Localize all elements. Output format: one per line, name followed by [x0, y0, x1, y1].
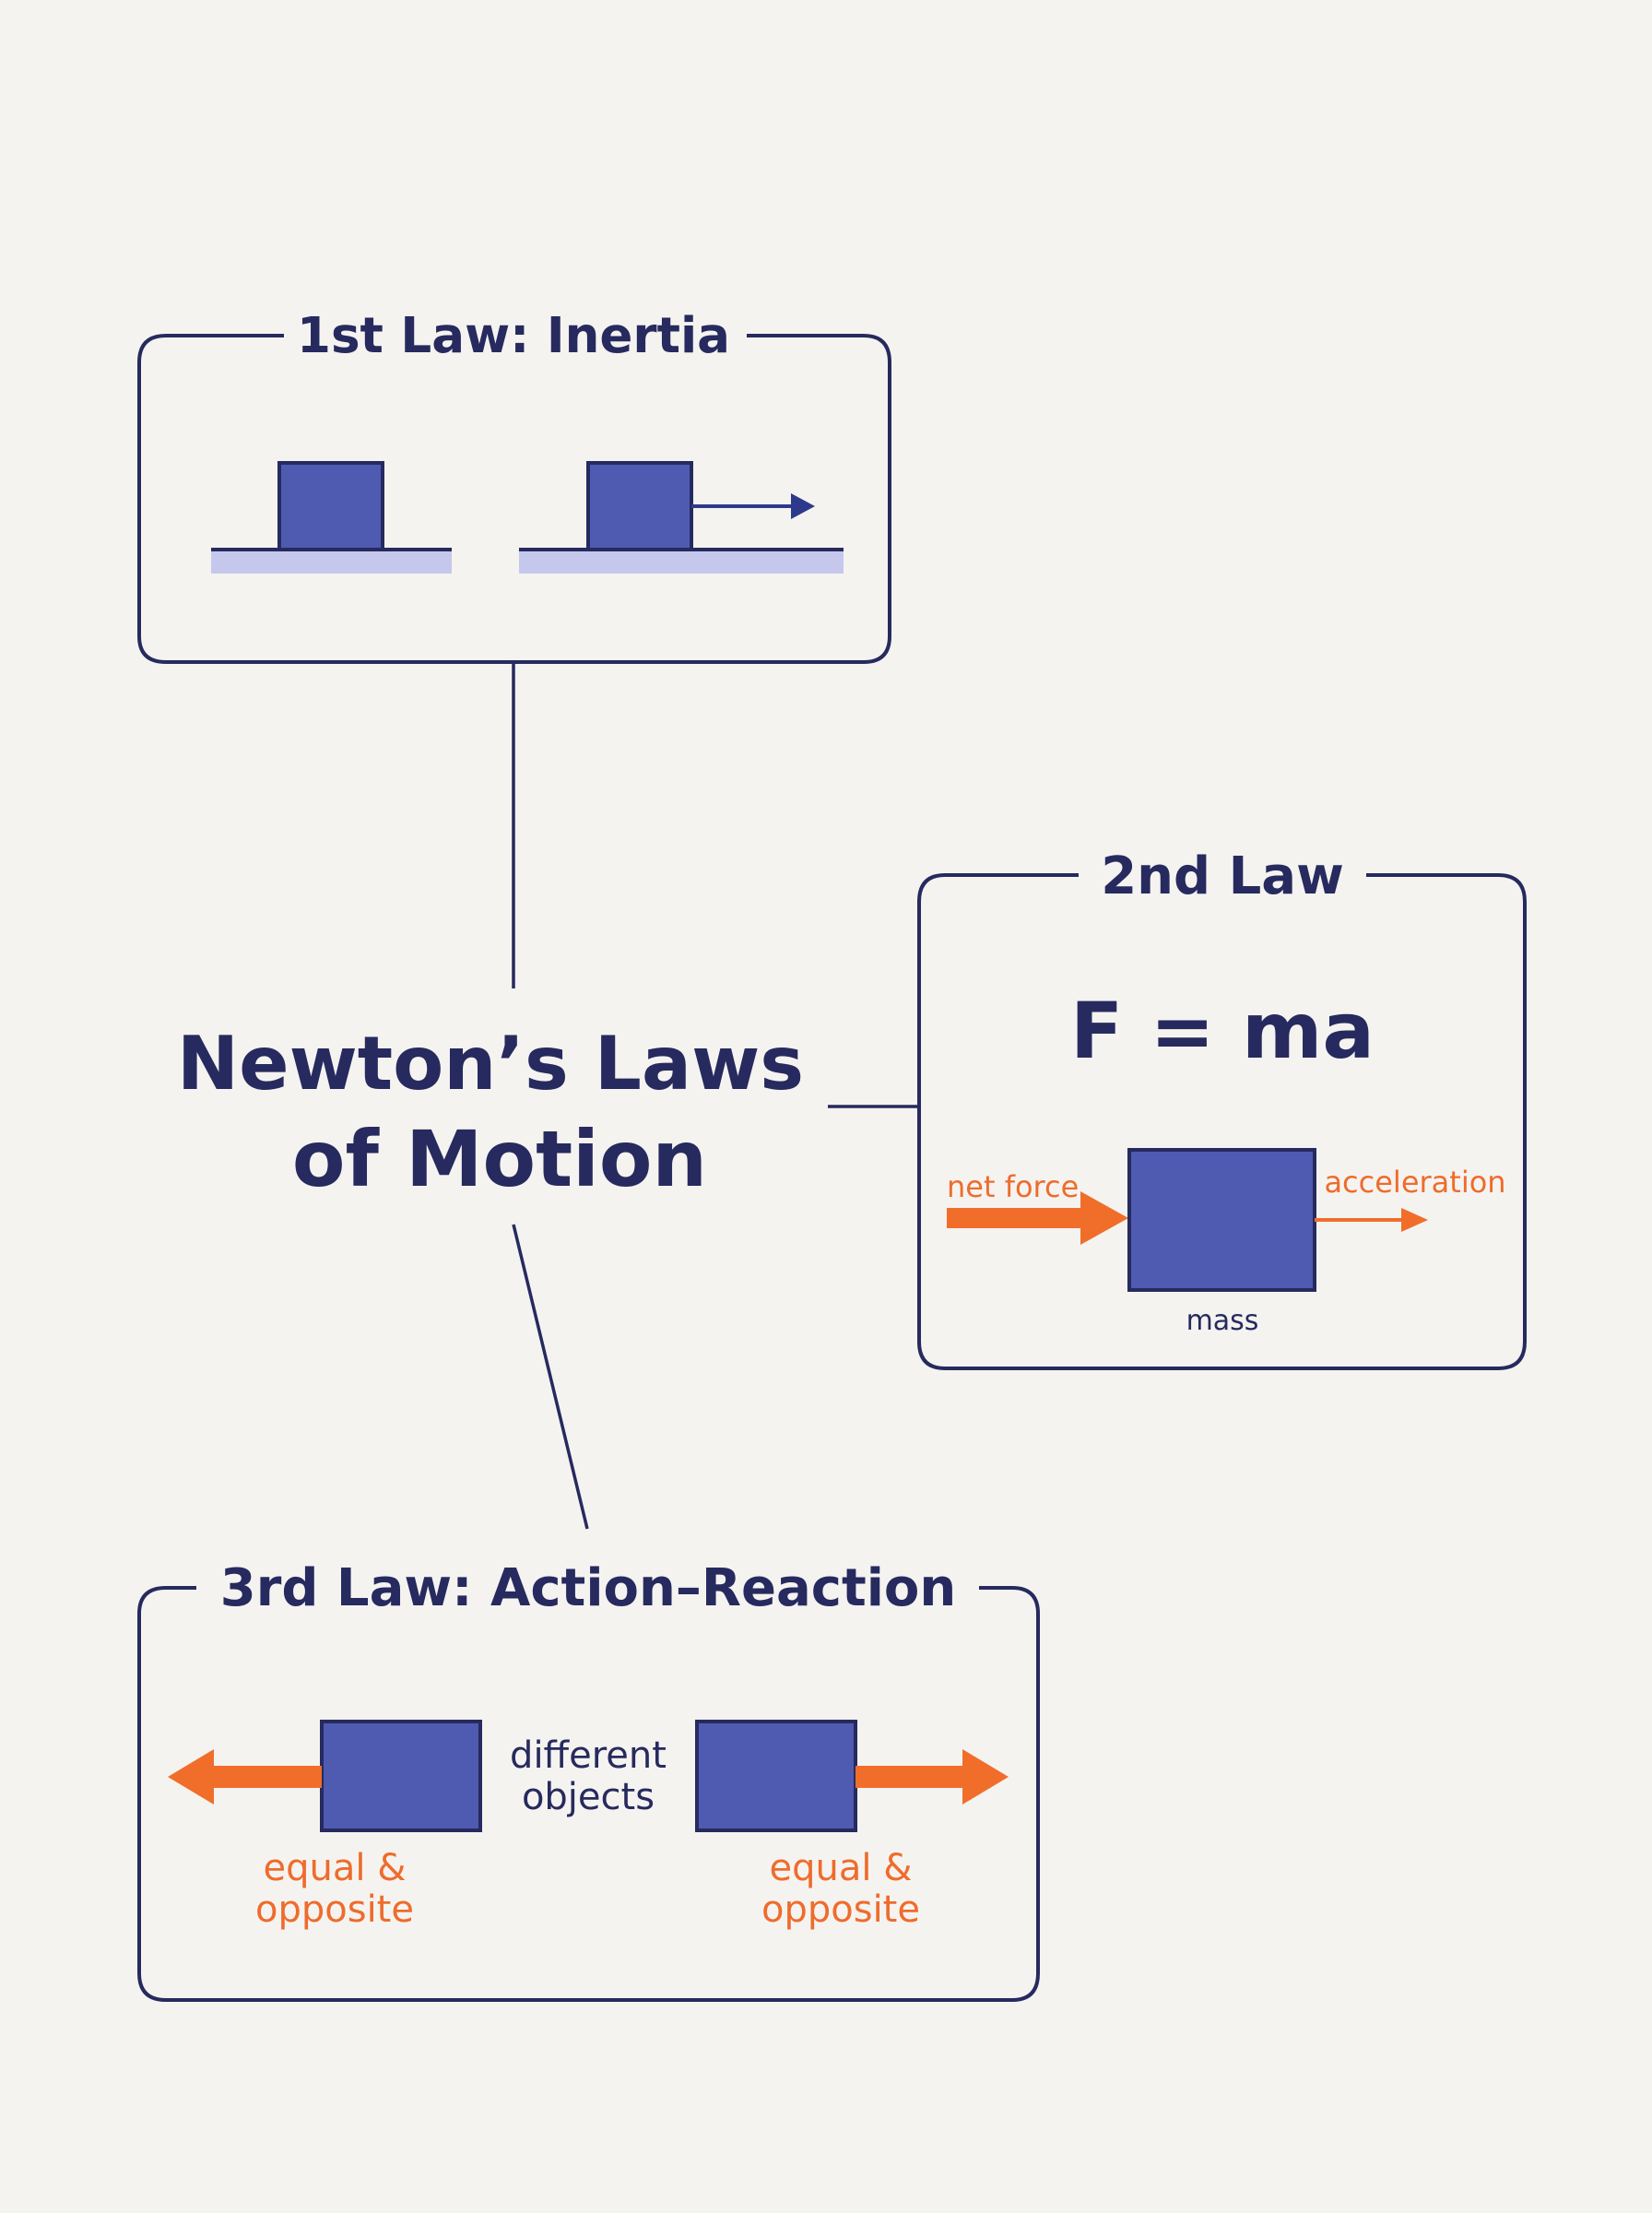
- law1-motion-scene: [519, 461, 844, 574]
- law3-left-label-line1: equal &: [264, 1847, 407, 1889]
- law3-center-label-line1: different: [510, 1734, 667, 1777]
- law2-formula: F = ma: [1070, 986, 1375, 1076]
- law1-title: 1st Law: Inertia: [297, 307, 730, 364]
- connector-law3: [512, 1224, 589, 1530]
- law1-rest-ground-shade: [211, 550, 452, 574]
- law2-force-arrow-icon: [1080, 1191, 1128, 1245]
- law2-force-label: net force: [947, 1169, 1079, 1204]
- law2-title: 2nd Law: [1101, 846, 1344, 906]
- law1-velocity-arrow-icon: [791, 493, 815, 519]
- central-title-line2: of Motion: [292, 1114, 707, 1204]
- law3-right-arrow-icon: [962, 1749, 1009, 1805]
- law1-frame: [137, 334, 891, 664]
- law2-force-arrow-shaft: [947, 1208, 1085, 1228]
- law1-panel: 1st Law: Inertia: [137, 307, 891, 664]
- law3-frame: [137, 1586, 1040, 2002]
- law3-left-block: [320, 1720, 482, 1832]
- law3-right-block: [695, 1720, 857, 1832]
- central-title: Newton’s Laws of Motion: [177, 1020, 804, 1204]
- law1-motion-ground-shade: [519, 550, 844, 574]
- law2-mass-block: [1127, 1148, 1316, 1292]
- law3-panel: 3rd Law: Action–Reaction equal & opposit…: [137, 1558, 1040, 2002]
- law3-right-label-line1: equal &: [770, 1847, 913, 1889]
- law3-right-arrow-shaft: [856, 1766, 966, 1788]
- law2-panel: 2nd Law F = ma net force mass accelerati…: [917, 846, 1527, 1370]
- law1-rest-scene: [211, 461, 452, 574]
- law1-rest-block: [277, 461, 384, 551]
- central-title-line1: Newton’s Laws: [177, 1020, 804, 1106]
- law3-right-label-line2: opposite: [761, 1888, 920, 1931]
- law1-motion-block: [586, 461, 693, 551]
- law2-acceleration-label: acceleration: [1324, 1165, 1505, 1200]
- law3-center-label-line2: objects: [522, 1776, 655, 1818]
- law3-title: 3rd Law: Action–Reaction: [220, 1558, 957, 1618]
- law2-mass-label: mass: [1186, 1305, 1259, 1337]
- law3-left-label-line2: opposite: [255, 1888, 414, 1931]
- law3-left-arrow-shaft: [210, 1766, 322, 1788]
- law2-acceleration-arrow-icon: [1401, 1208, 1428, 1232]
- law3-left-arrow-icon: [168, 1749, 214, 1805]
- law2-frame: [917, 873, 1527, 1370]
